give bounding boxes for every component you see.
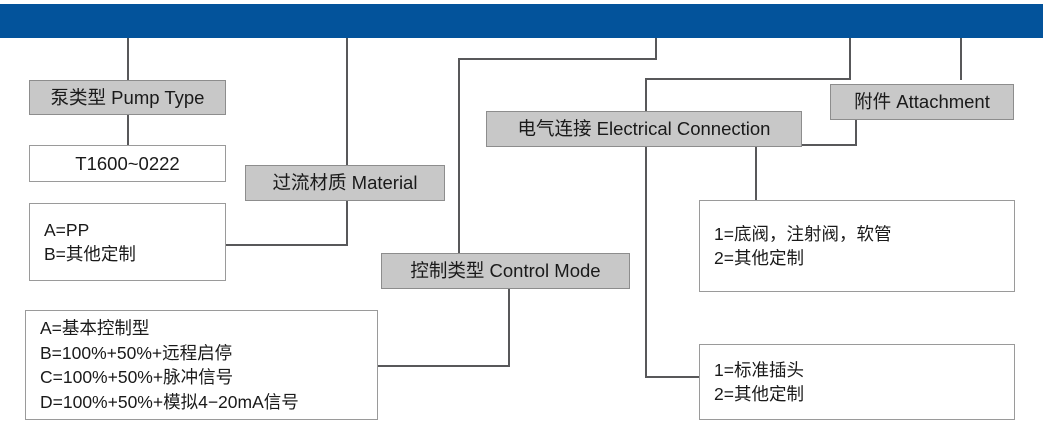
node-control-mode-options[interactable]: A=基本控制型 B=100%+50%+远程启停 C=100%+50%+脉冲信号 … (25, 310, 378, 420)
connector-attachment-elbow-v (645, 78, 647, 378)
connector-material-down (346, 200, 348, 246)
node-control-mode-option-2: B=100%+50%+远程启停 (40, 342, 233, 363)
node-control-mode-option-3: C=100%+50%+脉冲信号 (40, 367, 234, 387)
connector-attachment-to-plug-options (645, 376, 700, 378)
connector-controlmode-to-options (378, 365, 510, 367)
node-material-option-1: A=PP (44, 219, 90, 240)
node-pump-type-label: 泵类型 Pump Type (50, 86, 205, 108)
node-electrical-connection-option-1: 1=标准插头 (714, 359, 804, 380)
node-electrical-connection[interactable]: 电气连接 Electrical Connection (486, 111, 802, 147)
node-control-mode-label: 控制类型 Control Mode (410, 260, 601, 282)
connector-attachment-box-h (755, 144, 857, 146)
connector-material-trunk (346, 38, 348, 165)
node-control-mode-option-4: D=100%+50%+模拟4−20mA信号 (40, 391, 299, 412)
node-pump-type[interactable]: 泵类型 Pump Type (29, 80, 226, 115)
header-bar (0, 4, 1043, 38)
node-control-mode[interactable]: 控制类型 Control Mode (381, 253, 630, 289)
connector-pumptype-trunk (127, 38, 129, 80)
connector-attachment-header-drop (849, 38, 851, 80)
node-electrical-connection-option-2: 2=其他定制 (714, 384, 804, 404)
node-attachment[interactable]: 附件 Attachment (830, 84, 1014, 120)
node-electrical-connection-label: 电气连接 Electrical Connection (517, 118, 771, 140)
node-material-options[interactable]: A=PP B=其他定制 (29, 203, 226, 281)
connector-material-to-options (225, 244, 348, 246)
connector-controlmode-down (508, 288, 510, 367)
node-electrical-connection-options[interactable]: 1=标准插头 2=其他定制 (699, 344, 1015, 420)
connector-attachment-box-to-options (755, 144, 757, 201)
node-pump-type-value[interactable]: T1600~0222 (29, 145, 226, 182)
connector-attachment-elbow-h (645, 78, 851, 80)
connector-ec-elbow-v (458, 58, 460, 255)
node-material-option-2: B=其他定制 (44, 244, 136, 264)
node-material-label: 过流材质 Material (272, 172, 418, 194)
node-pump-type-value-label: T1600~0222 (75, 152, 180, 174)
node-attachment-label: 附件 Attachment (854, 91, 990, 113)
connector-attachment-right-drop (960, 38, 962, 80)
node-attachment-options[interactable]: 1=底阀，注射阀，软管 2=其他定制 (699, 200, 1015, 292)
node-material[interactable]: 过流材质 Material (245, 165, 445, 201)
connector-ec-elbow-h (458, 58, 657, 60)
node-control-mode-option-1: A=基本控制型 (40, 318, 150, 338)
node-attachment-option-1: 1=底阀，注射阀，软管 (714, 223, 892, 244)
connector-ec-header-drop (655, 38, 657, 60)
node-attachment-option-2: 2=其他定制 (714, 248, 804, 268)
connector-attachment-box-down (855, 119, 857, 146)
connector-pumptype-to-value (127, 114, 129, 146)
